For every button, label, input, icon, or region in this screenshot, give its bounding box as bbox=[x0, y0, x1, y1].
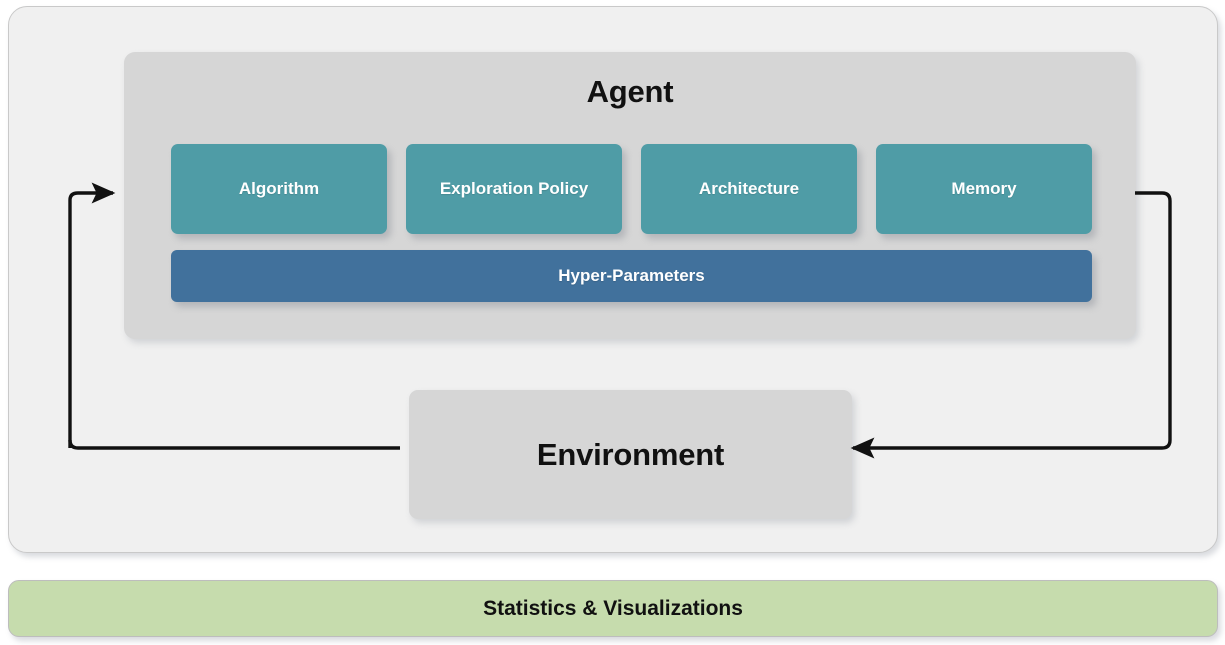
agent-component-label: Exploration Policy bbox=[439, 179, 589, 198]
hyper-parameters-bar[interactable]: Hyper-Parameters bbox=[171, 250, 1092, 302]
rl-loop-panel: Agent Algorithm Exploration Policy Archi… bbox=[8, 6, 1218, 553]
environment-container[interactable]: Environment bbox=[409, 390, 852, 519]
agent-component-algorithm[interactable]: Algorithm bbox=[171, 144, 387, 234]
environment-label: Environment bbox=[536, 436, 725, 472]
agent-component-label: Algorithm bbox=[238, 179, 320, 198]
agent-title: Agent bbox=[586, 74, 674, 109]
agent-container: Agent Algorithm Exploration Policy Archi… bbox=[124, 52, 1136, 339]
agent-component-label: Memory bbox=[951, 179, 1017, 198]
agent-components-row: Algorithm Exploration Policy Architectur… bbox=[171, 144, 1092, 234]
statistics-visualizations-label: Statistics & Visualizations bbox=[483, 596, 743, 620]
hyper-parameters-label: Hyper-Parameters bbox=[558, 266, 705, 285]
agent-component-label: Architecture bbox=[698, 179, 800, 198]
agent-component-exploration-policy[interactable]: Exploration Policy bbox=[406, 144, 622, 234]
statistics-visualizations-bar[interactable]: Statistics & Visualizations bbox=[8, 580, 1218, 637]
agent-component-architecture[interactable]: Architecture bbox=[641, 144, 857, 234]
agent-component-memory[interactable]: Memory bbox=[876, 144, 1092, 234]
